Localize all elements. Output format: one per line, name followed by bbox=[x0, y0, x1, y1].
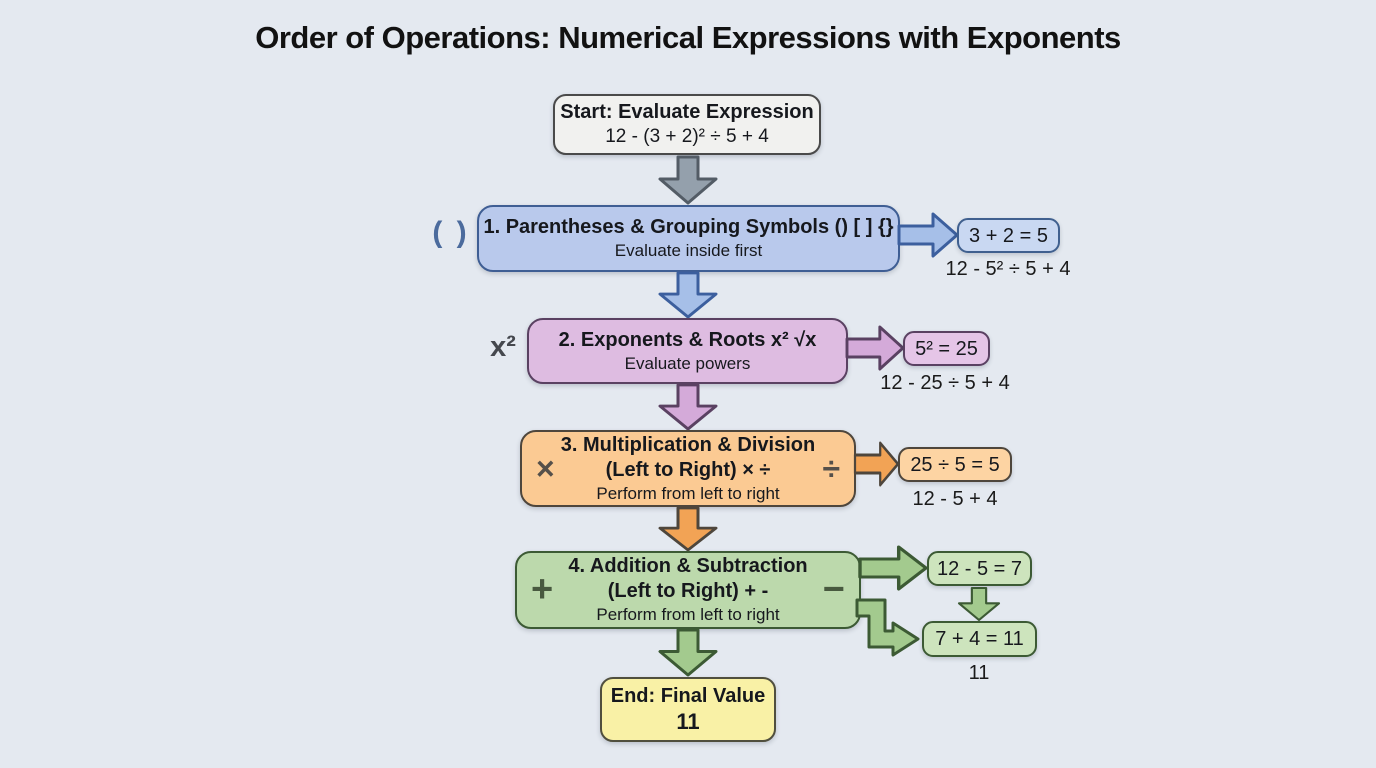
page-title: Order of Operations: Numerical Expressio… bbox=[255, 20, 1121, 55]
end-label: End: Final Value bbox=[610, 685, 766, 707]
step3-title-line1: 3. Multiplication & Division bbox=[560, 433, 816, 456]
minus-icon: − bbox=[822, 568, 845, 611]
branch-arrow-step4-first bbox=[858, 545, 928, 591]
flow-arrow-step3-to-step4 bbox=[658, 506, 718, 552]
step4-title-line2: (Left to Right) + - bbox=[607, 580, 769, 602]
start-label: Start: Evaluate Expression bbox=[560, 101, 814, 123]
flow-arrow-step2-to-step3 bbox=[658, 383, 718, 431]
flow-arrow-step4-to-end bbox=[658, 628, 718, 677]
step2-result-node: 5² = 25 bbox=[903, 331, 990, 366]
step4-title-line1: 4. Addition & Subtraction bbox=[568, 555, 808, 577]
step2-title: 2. Exponents & Roots x² √x bbox=[558, 328, 817, 351]
step2-subtitle: Evaluate powers bbox=[624, 353, 751, 373]
plus-icon: + bbox=[531, 568, 554, 611]
step1-title: 1. Parentheses & Grouping Symbols () [ ]… bbox=[483, 216, 894, 238]
branch-arrow-step2 bbox=[845, 325, 905, 371]
branch-arrow-step4-second-elbow bbox=[855, 598, 920, 657]
step1-result-node: 3 + 2 = 5 bbox=[957, 218, 1060, 253]
step1-subtitle: Evaluate inside first bbox=[614, 241, 763, 260]
step4-subtitle: Perform from left to right bbox=[596, 605, 780, 624]
step2-node: 2. Exponents & Roots x² √x Evaluate powe… bbox=[527, 318, 848, 384]
step3-node: × ÷ 3. Multiplication & Division (Left t… bbox=[520, 430, 856, 507]
step4-result-second: 7 + 4 = 11 bbox=[935, 628, 1024, 650]
start-node: Start: Evaluate Expression 12 - (3 + 2)²… bbox=[553, 94, 821, 155]
step2-expression-after: 12 - 25 ÷ 5 + 4 bbox=[880, 372, 1010, 394]
step3-expression-after: 12 - 5 + 4 bbox=[912, 488, 998, 510]
multiply-icon: × bbox=[536, 450, 555, 486]
flow-arrow-step1-to-step2 bbox=[658, 271, 718, 319]
step2-result: 5² = 25 bbox=[915, 337, 978, 360]
exponent-icon: x² bbox=[490, 331, 516, 363]
divide-icon: ÷ bbox=[822, 450, 840, 486]
step1-result: 3 + 2 = 5 bbox=[969, 224, 1048, 247]
step1-node: 1. Parentheses & Grouping Symbols () [ ]… bbox=[477, 205, 900, 272]
step1-expression-after: 12 - 5² ÷ 5 + 4 bbox=[945, 258, 1071, 280]
flow-arrow-start-to-step1 bbox=[658, 155, 718, 205]
step4-result-first: 12 - 5 = 7 bbox=[936, 557, 1023, 580]
start-expression: 12 - (3 + 2)² ÷ 5 + 4 bbox=[605, 126, 769, 147]
step4-value-after: 11 bbox=[968, 662, 990, 684]
step4-result-second-node: 7 + 4 = 11 bbox=[922, 621, 1037, 657]
end-value: 11 bbox=[676, 709, 700, 734]
step3-result-node: 25 ÷ 5 = 5 bbox=[898, 447, 1012, 482]
step3-result: 25 ÷ 5 = 5 bbox=[910, 453, 1000, 476]
step3-subtitle: Perform from left to right bbox=[596, 483, 780, 503]
branch-arrow-step3 bbox=[853, 441, 900, 487]
step3-title-line2: (Left to Right) × ÷ bbox=[605, 458, 771, 481]
parentheses-icon: ( ) bbox=[432, 216, 470, 249]
flow-arrow-result1-to-result2 bbox=[957, 586, 1001, 622]
end-node: End: Final Value 11 bbox=[600, 677, 776, 742]
step4-node: + − 4. Addition & Subtraction (Left to R… bbox=[515, 551, 861, 629]
step4-result-first-node: 12 - 5 = 7 bbox=[927, 551, 1032, 586]
branch-arrow-step1 bbox=[897, 212, 959, 258]
